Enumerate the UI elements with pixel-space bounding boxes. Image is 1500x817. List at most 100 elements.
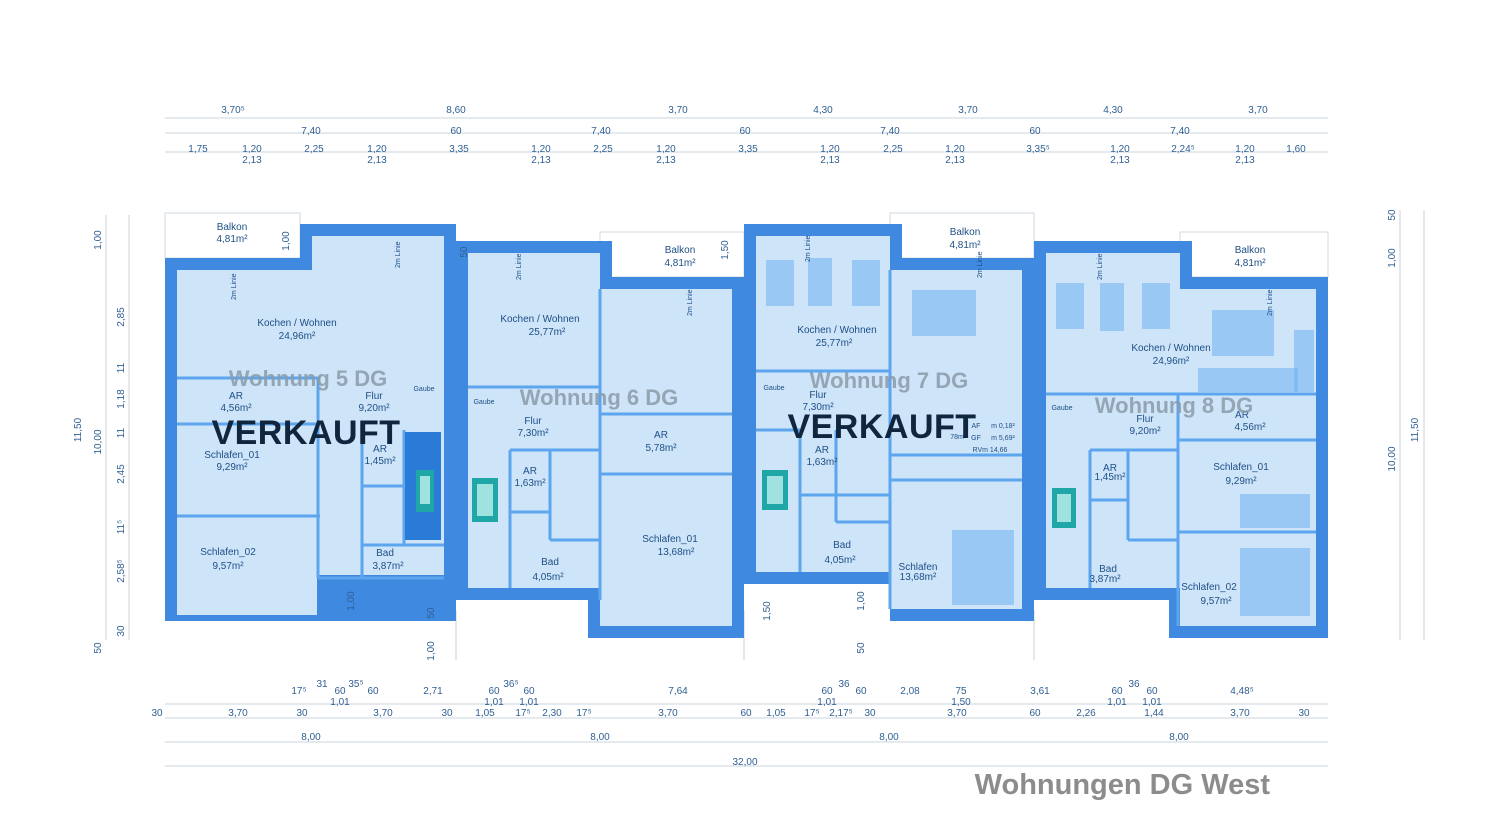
dim-label: 60 (450, 126, 462, 137)
dim-label: 1,50 (951, 697, 971, 708)
dim-label: 60 (488, 686, 500, 697)
dim-label: 1,50 (762, 601, 773, 621)
dim-label: 60 (855, 686, 867, 697)
dim-label: 3,70 (958, 105, 978, 116)
room-area: 4,05m² (532, 572, 564, 583)
dim-label: 3,70 (228, 708, 248, 719)
room-area: 4,81m² (216, 234, 248, 245)
sold-badge: VERKAUFT (211, 414, 400, 452)
room-label: Gaube (763, 385, 784, 392)
room-area: 4,56m² (220, 403, 252, 414)
room-area: 24,96m² (279, 331, 316, 342)
room-area: 9,29m² (216, 462, 248, 473)
dim-label: 1,05 (766, 708, 786, 719)
dim-label: 8,00 (1169, 732, 1189, 743)
dim-label: 36⁵ (503, 679, 518, 690)
dim-label: 1,75 (188, 144, 208, 155)
dim-label: 60 (367, 686, 379, 697)
dim-label: 17⁵ (291, 686, 306, 697)
dim-label: 10,00 (93, 429, 104, 454)
room-area: 25,77m² (816, 338, 853, 349)
dim-label: 1,00 (426, 641, 437, 661)
dim-inner: 1,00 50 1,50 1,00 50 1,00 1,50 1,00 50 (281, 231, 867, 661)
dim-label: 60 (739, 126, 751, 137)
dim-label: 1,01 (484, 697, 504, 708)
dim-label: 8,00 (301, 732, 321, 743)
room-area: 1,63m² (806, 457, 838, 468)
unit-5-labels: Balkon 4,81m² Kochen / Wohnen 24,96m² AR… (200, 222, 434, 572)
plan-title: Wohnungen DG West (975, 769, 1271, 801)
room-label: AR (523, 466, 537, 477)
dim-label: 1,05 (475, 708, 495, 719)
unit-8-labels: Balkon 4,81m² Kochen / Wohnen 24,96m² Ga… (1051, 245, 1274, 607)
dim-label: 2,13 (1110, 155, 1130, 166)
dim-label: 32,00 (732, 757, 757, 768)
dim-label: 10,00 (1387, 446, 1398, 471)
dim-label: 3,70 (668, 105, 688, 116)
dim-label: 4,48⁵ (1230, 686, 1254, 697)
room-area: 1,63m² (514, 478, 546, 489)
room-label: Gaube (413, 386, 434, 393)
dim-label: 2,13 (367, 155, 387, 166)
dim-label: 2,17⁵ (829, 708, 853, 719)
unit-6 (456, 231, 745, 638)
room-area: 9,57m² (212, 561, 244, 572)
dim-label: 1,20 (531, 144, 551, 155)
dim-label: 30 (441, 708, 453, 719)
line-2m-label: 2m Linie (1267, 289, 1274, 316)
dim-label: 2,25 (304, 144, 324, 155)
room-label: Gaube (1051, 405, 1072, 412)
apartment-name: Wohnung 8 DG (1095, 393, 1253, 418)
dim-label: 2,13 (531, 155, 551, 166)
room-label: Bad (1099, 564, 1117, 575)
room-label: AR (373, 444, 387, 455)
dim-label: 36 (838, 679, 850, 690)
dim-label: 17⁵ (804, 708, 819, 719)
dim-label: 2,13 (1235, 155, 1255, 166)
room-label: AR (1235, 410, 1249, 421)
dim-label: 3,35 (738, 144, 758, 155)
dim-label: 35⁵ (348, 679, 363, 690)
unit-8 (1034, 231, 1329, 638)
dim-label: 7,40 (1170, 126, 1190, 137)
dim-label: 2,85 (116, 307, 127, 327)
room-label: Schlafen_01 (204, 450, 260, 461)
dim-label: 1,20 (820, 144, 840, 155)
unit-5 (164, 212, 456, 621)
room-label: Schlafen_01 (642, 534, 698, 545)
dim-label: 1,20 (367, 144, 387, 155)
dim-label: 2,24⁵ (1171, 144, 1195, 155)
dim-label: 1,00 (1387, 248, 1398, 268)
dim-label: 4,30 (813, 105, 833, 116)
dim-label: 7,64 (668, 686, 688, 697)
dim-label: 11⁵ (116, 520, 127, 535)
room-label: Kochen / Wohnen (797, 325, 876, 336)
dim-label: 3,70⁵ (221, 105, 245, 116)
line-2m-label: 2m Linie (231, 273, 238, 300)
dim-top-row-2: 7,40 60 7,40 60 7,40 60 7,40 (301, 126, 1190, 137)
room-label: Bad (833, 540, 851, 551)
dim-bottom-row-2: 1,01 1,01 1,01 1,01 1,50 1,01 1,01 (330, 697, 1162, 708)
room-area: 4,56m² (1234, 422, 1266, 433)
room-label: AF (972, 423, 981, 430)
dim-label: 1,01 (1107, 697, 1127, 708)
dim-label: 1,00 (281, 231, 292, 251)
room-area: 9,20m² (358, 403, 390, 414)
dim-label: 1,20 (945, 144, 965, 155)
dim-label: 11 (116, 362, 127, 373)
dim-label: 2,13 (242, 155, 262, 166)
room-label: Kochen / Wohnen (257, 318, 336, 329)
apartment-name: Wohnung 6 DG (520, 385, 678, 410)
dim-label: 60 (821, 686, 833, 697)
dim-left: 1,00 2,85 11 1,18 11 2,45 11⁵ 2,58⁵ 30 5… (73, 230, 127, 654)
dim-top-row-1: 3,70⁵ 8,60 3,70 4,30 3,70 4,30 3,70 (221, 105, 1268, 116)
dim-label: 30 (151, 708, 163, 719)
room-label: Schlafen_02 (1181, 582, 1237, 593)
unit-7-labels: Balkon 4,81m² Kochen / Wohnen 25,77m² Ga… (763, 227, 1015, 583)
dim-label: 7,40 (880, 126, 900, 137)
dim-label: 1,00 (856, 591, 867, 611)
dim-label: 1,01 (330, 697, 350, 708)
dim-label: 2,45 (116, 464, 127, 484)
room-label: Bad (541, 557, 559, 568)
